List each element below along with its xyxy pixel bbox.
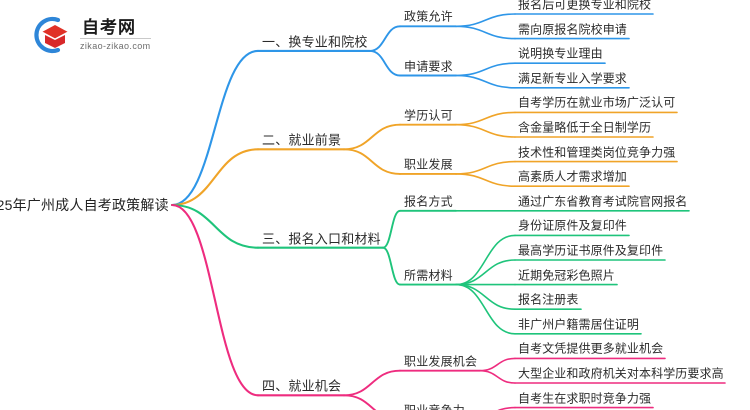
site-logo: 自考网 zikao-zikao.com bbox=[28, 12, 203, 58]
mindmap-leaf-3-2-1[interactable]: 身份证原件及复印件 bbox=[518, 218, 627, 233]
mindmap-leaf-3-2-5[interactable]: 非广州户籍需居住证明 bbox=[518, 317, 640, 332]
mindmap-subnode-3-1[interactable]: 报名方式 bbox=[404, 194, 453, 209]
mindmap-leaf-3-2-4[interactable]: 报名注册表 bbox=[518, 292, 579, 307]
mindmap-leaf-2-1-1[interactable]: 自考学历在就业市场广泛认可 bbox=[518, 95, 676, 110]
mindmap-leaf-4-1-1[interactable]: 自考文凭提供更多就业机会 bbox=[518, 341, 664, 356]
mindmap-leaf-3-2-3[interactable]: 近期免冠彩色照片 bbox=[518, 268, 615, 283]
mindmap-leaf-3-2-2[interactable]: 最高学历证书原件及复印件 bbox=[518, 243, 664, 258]
mindmap-leaf-3-1-1[interactable]: 通过广东省教育考试院官网报名 bbox=[518, 194, 688, 209]
mindmap-subnode-2-2[interactable]: 职业发展 bbox=[404, 157, 453, 172]
mindmap-subnode-4-2[interactable]: 职业竞争力 bbox=[404, 401, 465, 410]
mindmap-branch-node-4[interactable]: 四、就业机会 bbox=[262, 378, 342, 394]
mindmap-leaf-1-1-2[interactable]: 需向原报名院校申请 bbox=[518, 22, 627, 37]
mindmap-subnode-1-2[interactable]: 申请要求 bbox=[404, 59, 453, 73]
logo-text-block: 自考网 zikao-zikao.com bbox=[80, 18, 151, 52]
mindmap-subnode-1-1[interactable]: 政策允许 bbox=[404, 9, 453, 24]
mindmap-leaf-1-2-1[interactable]: 说明换专业理由 bbox=[518, 46, 603, 61]
mindmap-subnode-3-2[interactable]: 所需材料 bbox=[404, 268, 453, 283]
mindmap-leaf-2-2-2[interactable]: 高素质人才需求增加 bbox=[518, 169, 627, 184]
mindmap-branch-node-1[interactable]: 一、换专业和院校 bbox=[262, 34, 368, 50]
mindmap-leaf-4-2-1[interactable]: 自考生在求职时竞争力强 bbox=[518, 391, 652, 406]
mindmap-subnode-2-1[interactable]: 学历认可 bbox=[404, 108, 453, 123]
logo-title: 自考网 bbox=[82, 18, 136, 37]
mindmap-leaf-2-2-1[interactable]: 技术性和管理类岗位竞争力强 bbox=[518, 145, 676, 160]
mindmap-root-node[interactable]: 2025年广州成人自考政策解读 bbox=[0, 197, 169, 213]
mindmap-branch-node-3[interactable]: 三、报名入口和材料 bbox=[262, 231, 381, 247]
mindmap-leaf-2-1-2[interactable]: 含金量略低于全日制学历 bbox=[518, 120, 652, 135]
mindmap-branch-node-2[interactable]: 二、就业前景 bbox=[262, 132, 342, 148]
logo-subtitle: zikao-zikao.com bbox=[80, 38, 151, 52]
mindmap-subnode-4-1[interactable]: 职业发展机会 bbox=[404, 354, 478, 369]
mindmap-leaf-4-1-2[interactable]: 大型企业和政府机关对本科学历要求高 bbox=[518, 366, 724, 381]
mindmap-leaf-1-1-1[interactable]: 报名后可更换专业和院校 bbox=[518, 0, 652, 12]
zikao-logo-icon bbox=[28, 14, 74, 56]
mindmap-leaf-1-2-2[interactable]: 满足新专业入学要求 bbox=[518, 71, 627, 86]
